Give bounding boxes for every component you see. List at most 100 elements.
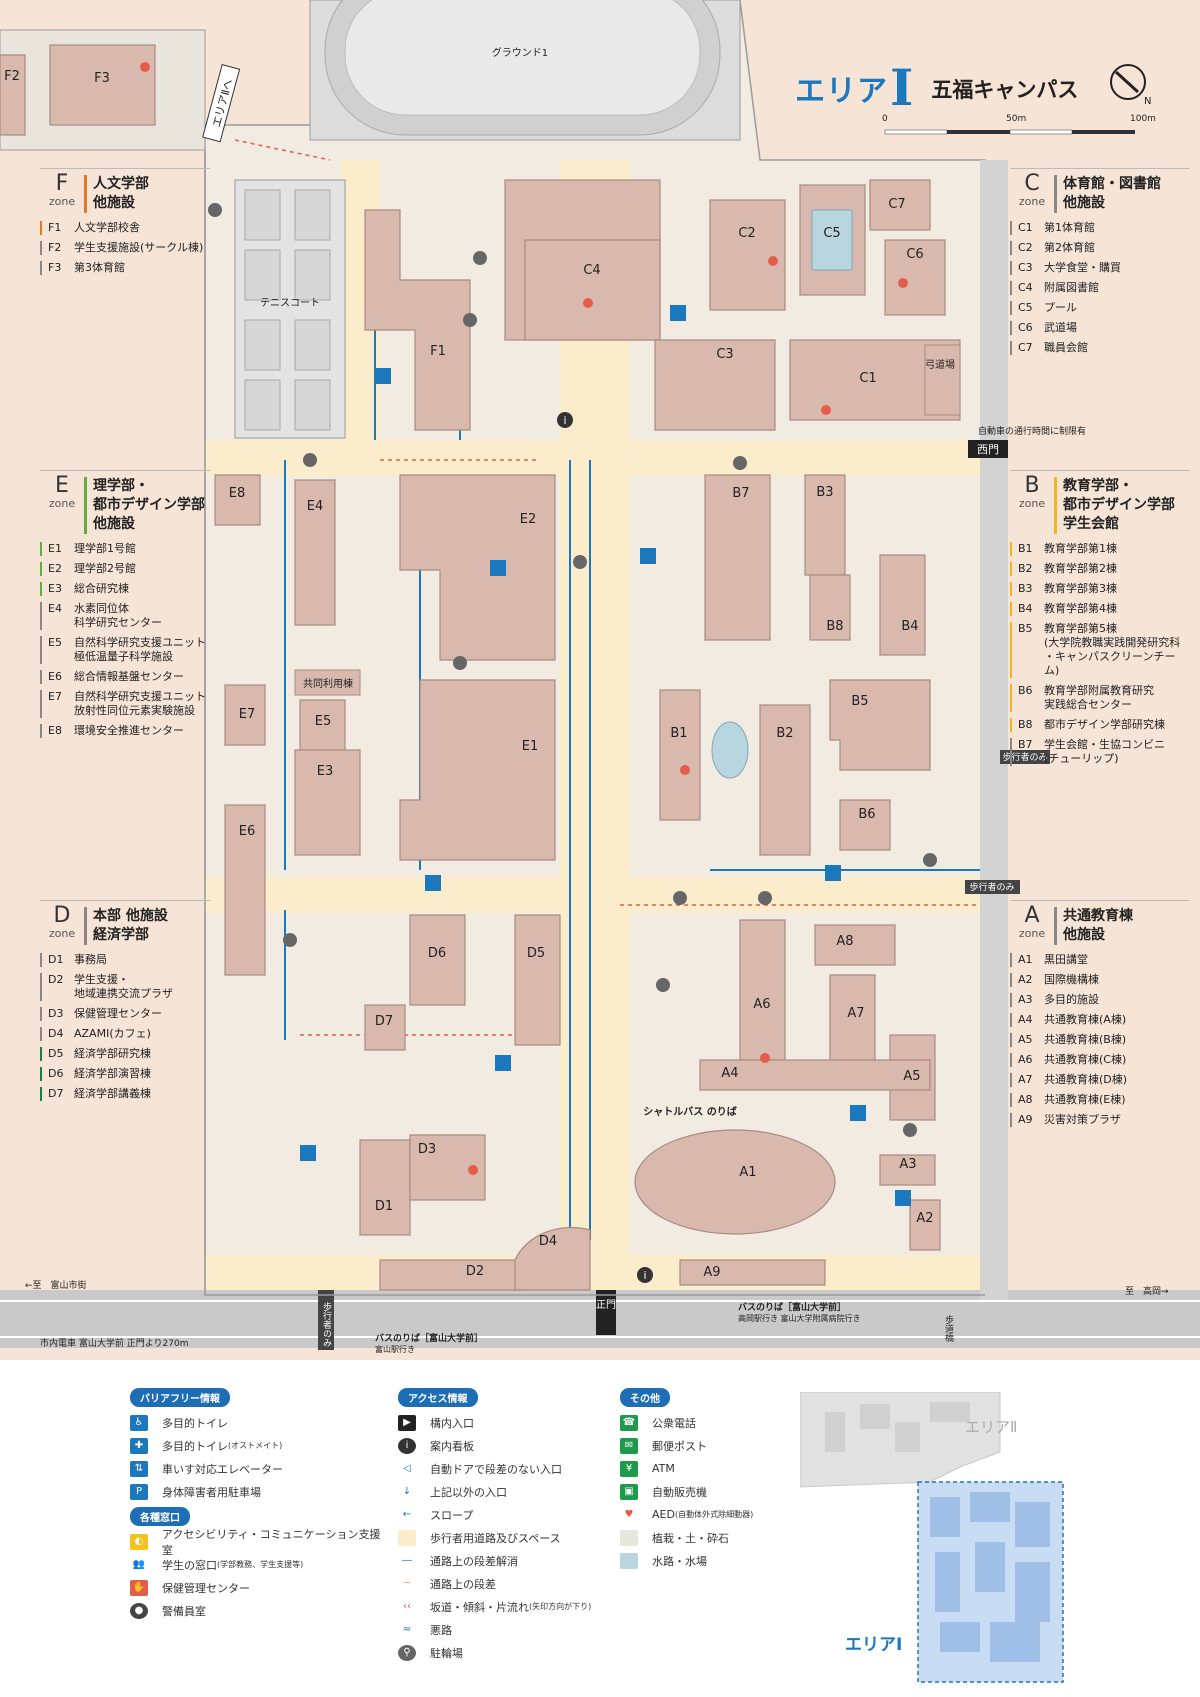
parking-icon[interactable] — [895, 1190, 911, 1206]
building-D7[interactable] — [364, 1004, 406, 1051]
building-E2[interactable] — [399, 474, 556, 661]
building-B2[interactable] — [759, 704, 811, 856]
building-C7[interactable] — [869, 179, 931, 231]
zone-word: zone — [1018, 497, 1046, 510]
legend-sublabel: (学部教務、学生支援等) — [217, 1560, 304, 1569]
pedestrian-gate-1[interactable] — [1000, 750, 1050, 764]
aed-icon[interactable] — [583, 298, 593, 308]
building-D2[interactable] — [379, 1259, 526, 1291]
parking-icon[interactable] — [375, 368, 391, 384]
building-B7[interactable] — [704, 474, 771, 641]
aed-icon[interactable] — [680, 765, 690, 775]
aed-icon[interactable] — [760, 1053, 770, 1063]
zone-name: 教育学部・ 都市デザイン学部 学生会館 — [1054, 477, 1175, 534]
building-A6[interactable] — [739, 919, 786, 1061]
aed-icon[interactable] — [821, 405, 831, 415]
building-E3[interactable] — [294, 749, 361, 856]
building-F2[interactable] — [0, 54, 26, 136]
building-E6[interactable] — [224, 804, 266, 976]
legend-label: 多目的トイレ — [162, 1439, 228, 1453]
building-A1[interactable] — [634, 1129, 836, 1235]
building-D4[interactable] — [514, 1226, 591, 1291]
building-A4[interactable] — [699, 1059, 931, 1091]
building-C6[interactable] — [884, 239, 946, 316]
zone-item-name: 共通教育棟(E棟) — [1044, 1093, 1126, 1106]
building-A8[interactable] — [814, 924, 896, 966]
parking-icon[interactable] — [300, 1145, 316, 1161]
bicycle-icon[interactable] — [303, 453, 317, 467]
kyudo-building[interactable] — [924, 344, 961, 416]
parking-icon[interactable] — [850, 1105, 866, 1121]
building-C2[interactable] — [709, 199, 786, 311]
aed-icon[interactable] — [768, 256, 778, 266]
bicycle-icon[interactable] — [573, 555, 587, 569]
west-gate-marker[interactable] — [968, 440, 1008, 458]
bicycle-icon[interactable] — [283, 933, 297, 947]
building-B3[interactable] — [804, 474, 846, 576]
building-E7[interactable] — [224, 684, 266, 746]
building-A9[interactable] — [679, 1259, 826, 1286]
aed-icon[interactable] — [140, 62, 150, 72]
zone-item-code: A5 — [1018, 1033, 1033, 1046]
building-F1[interactable] — [364, 209, 471, 431]
campus-map[interactable]: グラウンド1 テニスコート — [0, 0, 1200, 1360]
building-D6[interactable] — [409, 914, 466, 1006]
building-B1[interactable] — [659, 689, 701, 821]
aed-icon[interactable] — [898, 278, 908, 288]
legend-sublabel: (矢印方向が下り) — [529, 1602, 592, 1611]
parking-icon[interactable] — [495, 1055, 511, 1071]
kyodo-building[interactable] — [294, 669, 361, 696]
bicycle-icon[interactable] — [656, 978, 670, 992]
building-E4[interactable] — [294, 479, 336, 626]
building-B6[interactable] — [839, 799, 891, 851]
bicycle-icon[interactable] — [758, 891, 772, 905]
zone-item-code: E7 — [48, 690, 62, 703]
building-D1[interactable] — [359, 1139, 411, 1236]
building-E1[interactable] — [399, 679, 556, 861]
building-label-A5: A5 — [903, 1069, 920, 1084]
parking-icon[interactable] — [825, 865, 841, 881]
bicycle-icon[interactable] — [923, 853, 937, 867]
bicycle-icon[interactable] — [208, 203, 222, 217]
legend-item: ☎公衆電話 — [620, 1411, 800, 1434]
building-B5[interactable] — [829, 679, 931, 771]
info-board-icon[interactable]: i — [557, 412, 573, 428]
building-C3[interactable] — [654, 339, 776, 431]
main-gate-marker[interactable] — [596, 1290, 616, 1335]
west-gate-label: 西門 — [977, 443, 999, 456]
bicycle-icon[interactable] — [733, 456, 747, 470]
parking-icon[interactable] — [670, 305, 686, 321]
building-A3[interactable] — [879, 1154, 936, 1186]
parking-icon[interactable] — [640, 548, 656, 564]
aed-icon[interactable] — [468, 1165, 478, 1175]
parking-icon[interactable] — [425, 875, 441, 891]
building-A7[interactable] — [829, 974, 876, 1061]
building-B4[interactable] — [879, 554, 926, 656]
building-F3[interactable] — [49, 44, 156, 126]
building-E8[interactable] — [214, 474, 261, 526]
zone-item-name: 共通教育棟(B棟) — [1044, 1033, 1127, 1046]
bicycle-icon[interactable] — [463, 313, 477, 327]
bicycle-icon[interactable] — [673, 891, 687, 905]
zone-item-name: 第1体育館 — [1044, 221, 1095, 234]
parking-icon[interactable] — [490, 560, 506, 576]
zone-item-name: 理学部2号館 — [74, 562, 136, 575]
legend-label: 自動販売機 — [652, 1485, 707, 1499]
legend-item: ┈通路上の段差 — [398, 1572, 628, 1595]
bicycle-icon[interactable] — [473, 251, 487, 265]
legend-item: ▶構内入口 — [398, 1411, 628, 1434]
building-A2[interactable] — [909, 1199, 941, 1251]
inset-map[interactable]: エリアⅡ エリアⅠ — [800, 1392, 1070, 1692]
walk-side-gate[interactable] — [318, 1290, 334, 1350]
bicycle-icon[interactable] — [903, 1123, 917, 1137]
building-E5[interactable] — [299, 699, 346, 751]
area2-arrow[interactable] — [202, 64, 241, 143]
info-board-icon[interactable]: i — [637, 1267, 653, 1283]
building-B8[interactable] — [809, 574, 851, 641]
building-D5[interactable] — [514, 914, 561, 1046]
pedestrian-gate-2[interactable] — [965, 880, 1020, 894]
bicycle-icon[interactable] — [453, 656, 467, 670]
